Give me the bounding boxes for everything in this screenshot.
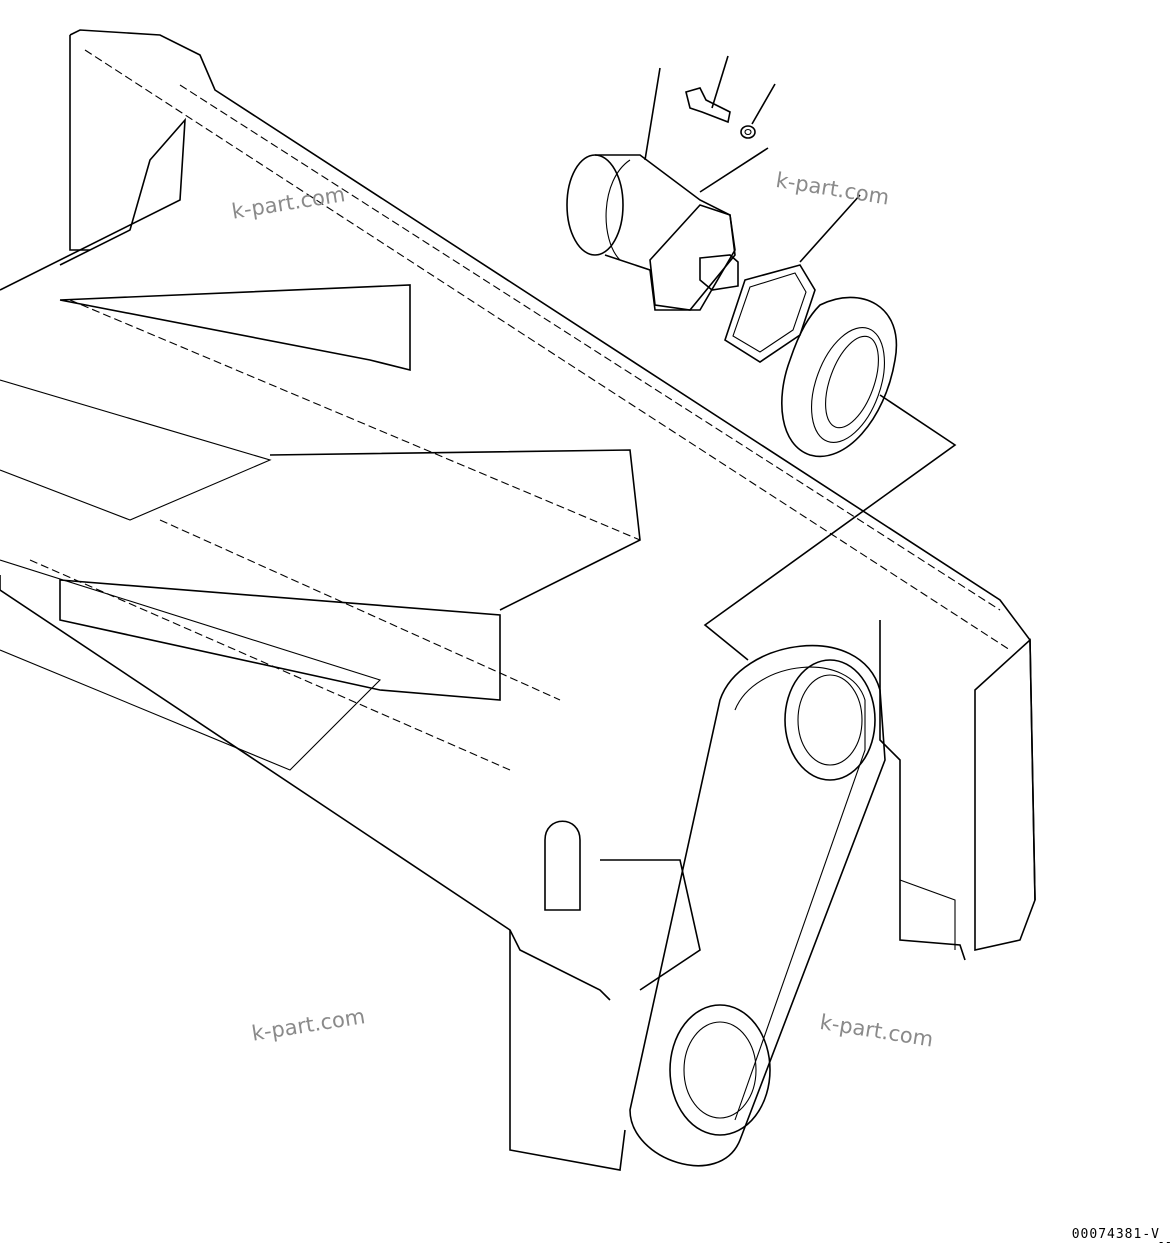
frame-bottom-edge: [0, 575, 701, 1171]
motor: [566, 154, 739, 311]
washer: [740, 125, 756, 139]
ring-flange: [781, 296, 898, 458]
edge-mark: --: [1157, 1235, 1172, 1249]
frame-cross-members: [0, 284, 641, 771]
chain-case: [629, 620, 1036, 1167]
illustration-code: 00074381-V: [1071, 1227, 1160, 1242]
leader-lines: [644, 55, 957, 661]
frame-top-rail: [0, 29, 1036, 901]
bolt: [685, 87, 731, 124]
